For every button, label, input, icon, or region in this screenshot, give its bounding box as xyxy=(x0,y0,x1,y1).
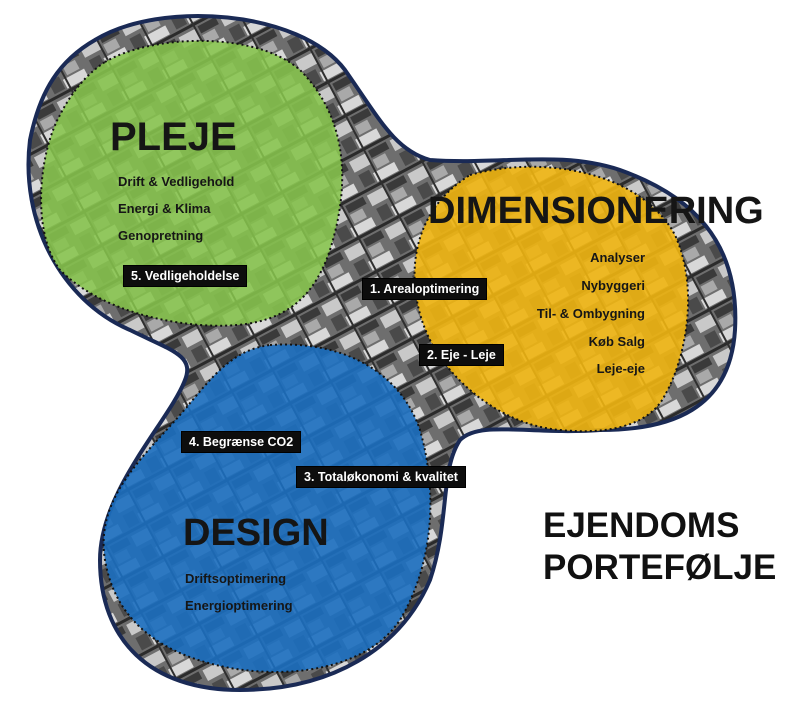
design-title: DESIGN xyxy=(183,512,329,554)
pleje-item: Genopretning xyxy=(118,228,204,243)
portfolio-line-1: EJENDOMS xyxy=(543,506,740,545)
pleje-title: PLEJE xyxy=(110,115,237,159)
dimensionering-item: Nybyggeri xyxy=(581,278,645,293)
portfolio-label: EJENDOMS PORTEFØLJE xyxy=(543,505,776,589)
dimensionering-item: Til- & Ombygning xyxy=(536,306,645,321)
portfolio-line-2: PORTEFØLJE xyxy=(543,548,777,587)
dimensionering-title: DIMENSIONERING xyxy=(428,190,764,232)
pleje-item: Energi & Klima xyxy=(118,201,211,216)
badge-totaloekonomi: 3. Totaløkonomi & kvalitet xyxy=(297,467,465,487)
badge-begraense-co2: 4. Begrænse CO2 xyxy=(182,432,301,452)
badge-arealoptimering: 1. Arealoptimering xyxy=(363,279,487,299)
pleje-item: Drift & Vedligehold xyxy=(118,174,235,189)
badge-vedligeholdelse: 5. Vedligeholdelse xyxy=(124,266,247,286)
design-item: Energioptimering xyxy=(185,598,293,613)
pleje-region xyxy=(40,39,344,327)
design-item: Driftsoptimering xyxy=(185,571,287,586)
dimensionering-region xyxy=(413,165,690,433)
dimensionering-item: Leje-eje xyxy=(596,361,645,376)
design-region xyxy=(102,343,432,673)
dimensionering-item: Analyser xyxy=(590,250,645,265)
dimensionering-item: Køb Salg xyxy=(588,334,645,349)
badge-eje-leje: 2. Eje - Leje xyxy=(420,345,503,365)
